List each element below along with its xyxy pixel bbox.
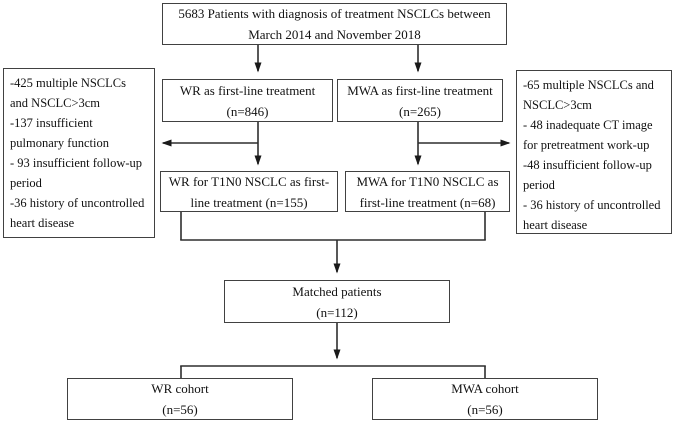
wr-firstline-line2: (n=846): [226, 103, 269, 119]
wr-exclusion-box: -425 multiple NSCLCs and NSCLC>3cm -137 …: [3, 68, 155, 238]
wr-cohort-box: WR cohort (n=56): [67, 378, 293, 420]
matched-patients-box: Matched patients (n=112): [224, 280, 450, 323]
mwa-cohort-line2: (n=56): [467, 402, 503, 417]
matched-patients-line1: Matched patients: [292, 283, 382, 299]
top-patients-line1: 5683 Patients with diagnosis of treatmen…: [178, 6, 491, 21]
mwa-t1n0-line2: first-line treatment (n=68): [359, 194, 496, 210]
wr-cohort-line1: WR cohort: [151, 381, 209, 396]
mwa-firstline-line2: (n=265): [399, 103, 441, 119]
mwa-exclusion-text: -65 multiple NSCLCs and NSCLC>3cm - 48 i…: [523, 78, 661, 232]
wr-t1n0-line1: WR for T1N0 NSCLC as first-: [168, 173, 330, 189]
matched-patients-line2: (n=112): [316, 304, 358, 320]
wr-cohort-line2: (n=56): [162, 402, 198, 417]
mwa-exclusion-box: -65 multiple NSCLCs and NSCLC>3cm - 48 i…: [516, 70, 672, 234]
wr-firstline-box: WR as first-line treatment (n=846): [162, 79, 333, 122]
mwa-firstline-line1: MWA as first-line treatment: [347, 82, 493, 98]
mwa-t1n0-box: MWA for T1N0 NSCLC as first-line treatme…: [345, 171, 510, 212]
wr-firstline-line1: WR as first-line treatment: [179, 82, 316, 98]
top-patients-box: 5683 Patients with diagnosis of treatmen…: [162, 3, 507, 45]
mwa-cohort-line1: MWA cohort: [451, 381, 519, 396]
mwa-firstline-box: MWA as first-line treatment (n=265): [337, 79, 503, 122]
wr-t1n0-box: WR for T1N0 NSCLC as first- line treatme…: [160, 171, 338, 212]
mwa-cohort-box: MWA cohort (n=56): [372, 378, 598, 420]
wr-exclusion-text: -425 multiple NSCLCs and NSCLC>3cm -137 …: [10, 76, 145, 230]
mwa-t1n0-line1: MWA for T1N0 NSCLC as: [356, 173, 499, 189]
top-patients-line2: March 2014 and November 2018: [248, 27, 421, 42]
wr-t1n0-line2: line treatment (n=155): [190, 194, 308, 210]
